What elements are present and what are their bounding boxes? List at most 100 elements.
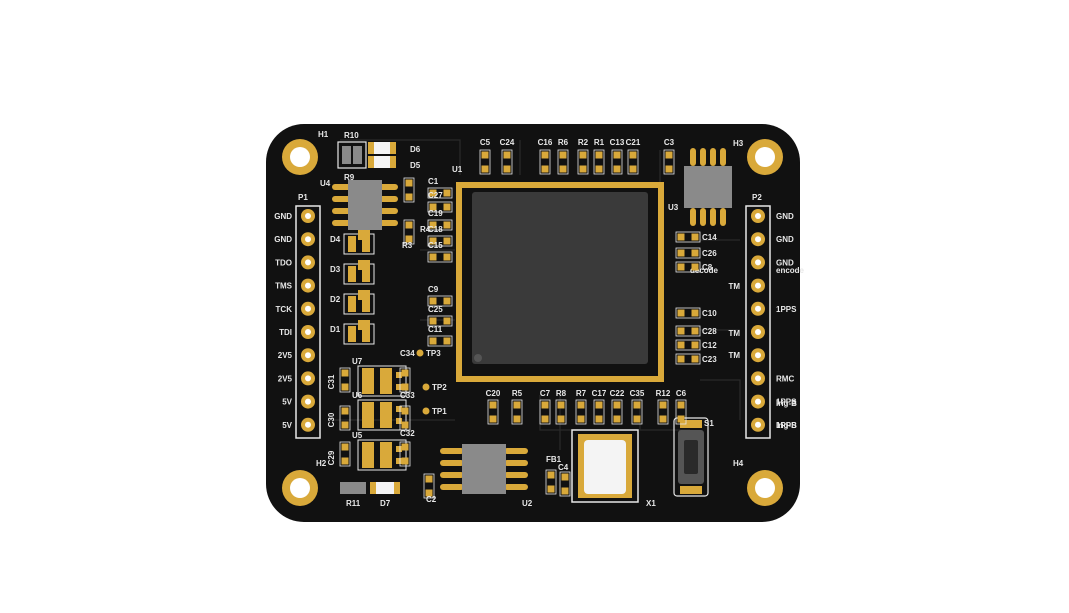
p1-pin-label: GND [274,212,292,221]
smd-component [479,149,491,175]
label-u4: U4 [320,179,331,188]
smd-component [577,149,589,175]
component-label: C2 [426,495,437,504]
component-label: TP1 [432,407,447,416]
ferrite-bead [545,469,557,495]
component-label: R3 [402,241,413,250]
p2-side-label: TM [728,351,740,360]
p2-pin [751,371,765,386]
smd-component [339,367,351,393]
smd-component [575,399,587,425]
p1-pin [301,325,315,339]
smd-component [339,441,351,467]
label-u6: U6 [352,391,363,400]
p2-pin [751,255,765,270]
p1-pin-label: TDO [275,258,292,267]
resistor-r10 [337,141,367,169]
ic-u4 [332,180,398,230]
component-label: C6 [676,389,687,398]
p1-pin [301,278,315,293]
component-label: C26 [702,249,717,258]
smd-component [539,399,551,425]
p2-pin [751,417,765,432]
component-label: R9 [344,173,355,182]
p2-pin [751,209,765,223]
label-u5: U5 [352,431,363,440]
p1-pin-label: 5V [282,398,292,407]
smd-component [427,315,453,327]
component-label: C28 [702,327,717,336]
label-h1: H1 [318,130,329,139]
p1-pin-label: GND [274,235,292,244]
component-label: C29 [327,450,336,465]
smd-component [539,149,551,175]
component-label: C31 [327,374,336,389]
smd-component [487,399,499,425]
component-label: C7 [540,389,551,398]
smd-component [427,201,453,213]
p1-pin-label: 2V5 [278,374,293,383]
test-point [422,407,430,415]
label-p1: P1 [298,193,308,202]
smd-component [675,247,701,259]
component-label: C14 [702,233,717,242]
label-r11: R11 [346,499,361,508]
smd-component [675,339,701,351]
component-label: C24 [500,138,515,147]
label-p2: P2 [752,193,762,202]
component-label: C35 [630,389,645,398]
diode-label: D3 [330,265,341,274]
component-label: C5 [480,138,491,147]
component-label: TP2 [432,383,447,392]
p2-side-label: TM [728,282,740,291]
smd-component [557,149,569,175]
component-label: R4 [420,225,431,234]
component-label: R2 [578,138,589,147]
smd-component [657,399,669,425]
label-h3: H3 [733,139,744,148]
ic-u2 [440,444,528,494]
p2-pin [751,278,765,293]
component-label: C4 [558,463,569,472]
component-label: R5 [512,389,523,398]
component-label: C15 [428,241,443,250]
p1-pin-label: TCK [276,305,293,314]
label-d5: D5 [410,161,421,170]
p2-pin-label: GND [776,258,794,267]
diode [343,230,375,255]
component-label: C22 [610,389,625,398]
p1-pin [301,232,315,247]
p2-pin [751,232,765,247]
smd-component [675,353,701,365]
p2-side-label: Irig-B [776,421,797,430]
p2-pin [751,325,765,339]
smd-component [593,399,605,425]
smd-component [611,149,623,175]
component-label: C19 [428,209,443,218]
component-label: C32 [400,429,415,438]
p2-pin-label: GND [776,212,794,221]
fpga-chip-u1 [456,182,664,382]
component-label: R6 [558,138,569,147]
diode [343,290,375,315]
p2-pin-label: RMC [776,374,794,383]
tactile-switch-s1 [673,417,709,497]
resistor [403,219,415,245]
connector-p1 [295,205,321,439]
component-label: C30 [327,412,336,427]
component-label: C21 [626,138,641,147]
label-h4: H4 [733,459,744,468]
led-d5 [368,156,396,168]
led-d6 [368,142,396,154]
p2-side-label: decode [690,266,719,275]
p2-side-label: encode [776,266,805,275]
p1-pin [301,348,315,363]
smd-component [501,149,513,175]
diode-label: D4 [330,235,341,244]
smd-component [427,187,453,199]
smd-component [675,261,701,273]
component-label: C12 [702,341,717,350]
smd-component [559,471,571,497]
label-u1: U1 [452,165,463,174]
